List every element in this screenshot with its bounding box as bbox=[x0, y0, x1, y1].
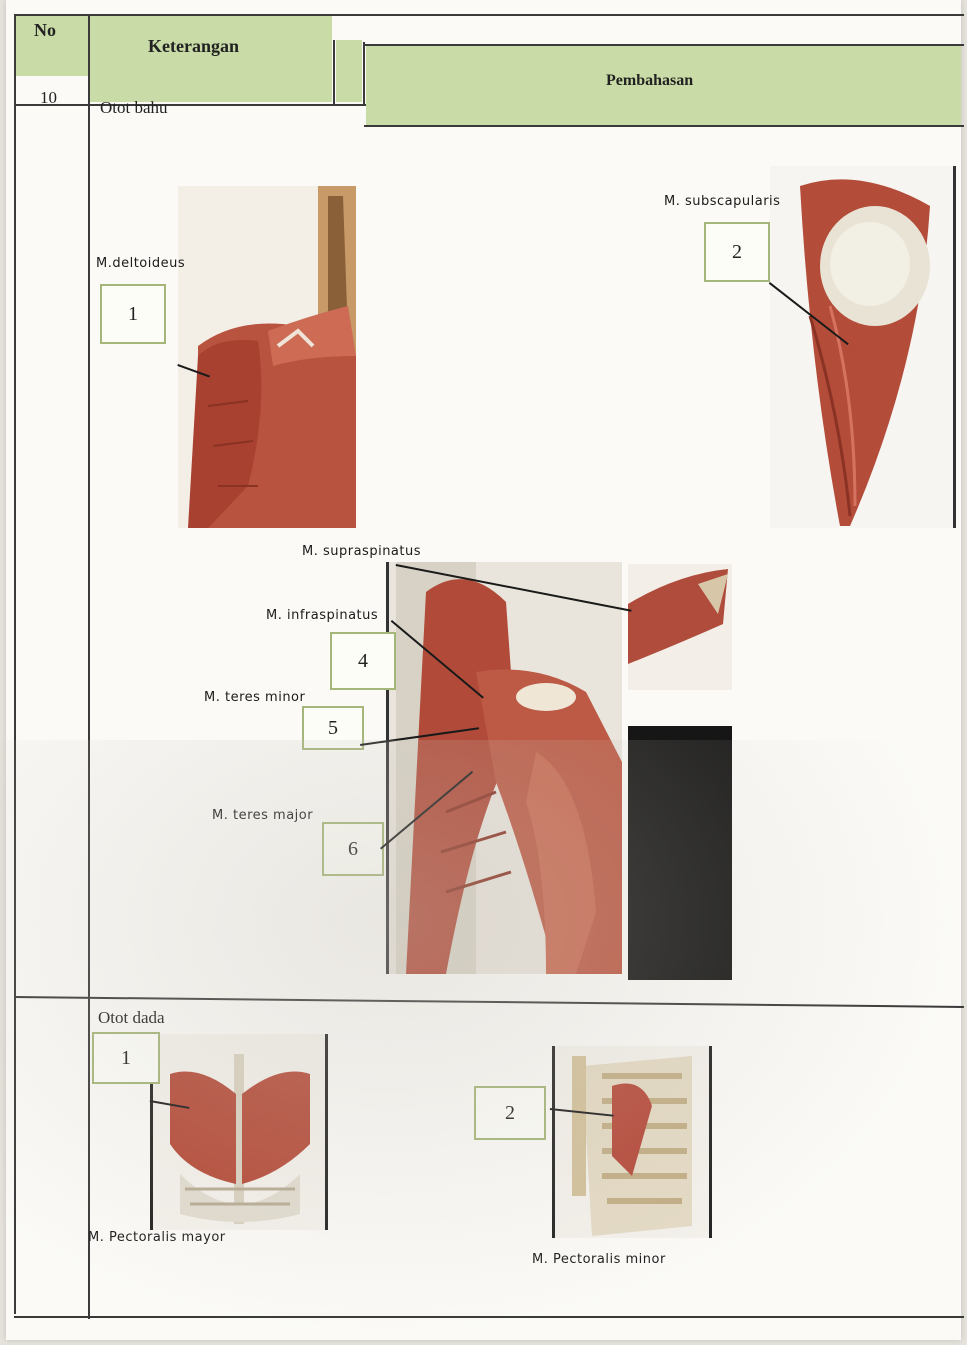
header-top-line-right bbox=[364, 44, 964, 46]
number-box-dada-2: 2 bbox=[474, 1086, 546, 1140]
pectoralis-minor-illustration bbox=[552, 1046, 712, 1238]
label-subscapularis: M. subscapularis bbox=[664, 194, 780, 209]
column-divider-gap bbox=[363, 42, 365, 106]
dark-inset bbox=[628, 726, 732, 980]
number-box-4: 4 bbox=[330, 632, 396, 690]
number-box-1: 1 bbox=[100, 284, 166, 344]
row-title-otot-dada: Otot dada bbox=[98, 1008, 165, 1028]
number-box-6: 6 bbox=[322, 822, 384, 876]
number-box-2: 2 bbox=[704, 222, 770, 282]
header-no: No bbox=[34, 20, 56, 41]
header-bottom-line bbox=[14, 104, 366, 106]
back-muscles-illustration bbox=[386, 562, 622, 974]
label-teres-minor: M. teres minor bbox=[204, 690, 305, 705]
deltoid-illustration bbox=[178, 186, 356, 528]
column-divider-keterangan bbox=[333, 40, 335, 104]
label-infraspinatus: M. infraspinatus bbox=[266, 608, 378, 623]
header-bottom-line-right bbox=[364, 125, 964, 127]
label-supraspinatus: M. supraspinatus bbox=[302, 544, 421, 559]
subscapularis-illustration bbox=[770, 166, 956, 528]
number-box-dada-1: 1 bbox=[92, 1032, 160, 1084]
header-cell-gap bbox=[336, 40, 362, 102]
column-divider-no bbox=[88, 14, 90, 1319]
label-teres-major: M. teres major bbox=[212, 808, 313, 823]
row-number: 10 bbox=[40, 88, 57, 108]
header-pembahasan: Pembahasan bbox=[606, 72, 693, 90]
header-cell-keterangan bbox=[90, 16, 332, 102]
supraspinatus-inset bbox=[628, 564, 732, 690]
pectoralis-major-illustration bbox=[150, 1034, 328, 1230]
table-top-border bbox=[14, 14, 964, 16]
label-deltoideus: M.deltoideus bbox=[96, 256, 185, 271]
header-keterangan: Keterangan bbox=[148, 36, 239, 57]
number-box-5: 5 bbox=[302, 706, 364, 750]
table-bottom-border bbox=[14, 1316, 964, 1318]
label-pectoralis-mayor: M. Pectoralis mayor bbox=[88, 1230, 226, 1245]
table-left-border bbox=[14, 14, 16, 1314]
label-pectoralis-minor: M. Pectoralis minor bbox=[532, 1252, 666, 1267]
row-title-otot-bahu: Otot bahu bbox=[100, 98, 168, 118]
